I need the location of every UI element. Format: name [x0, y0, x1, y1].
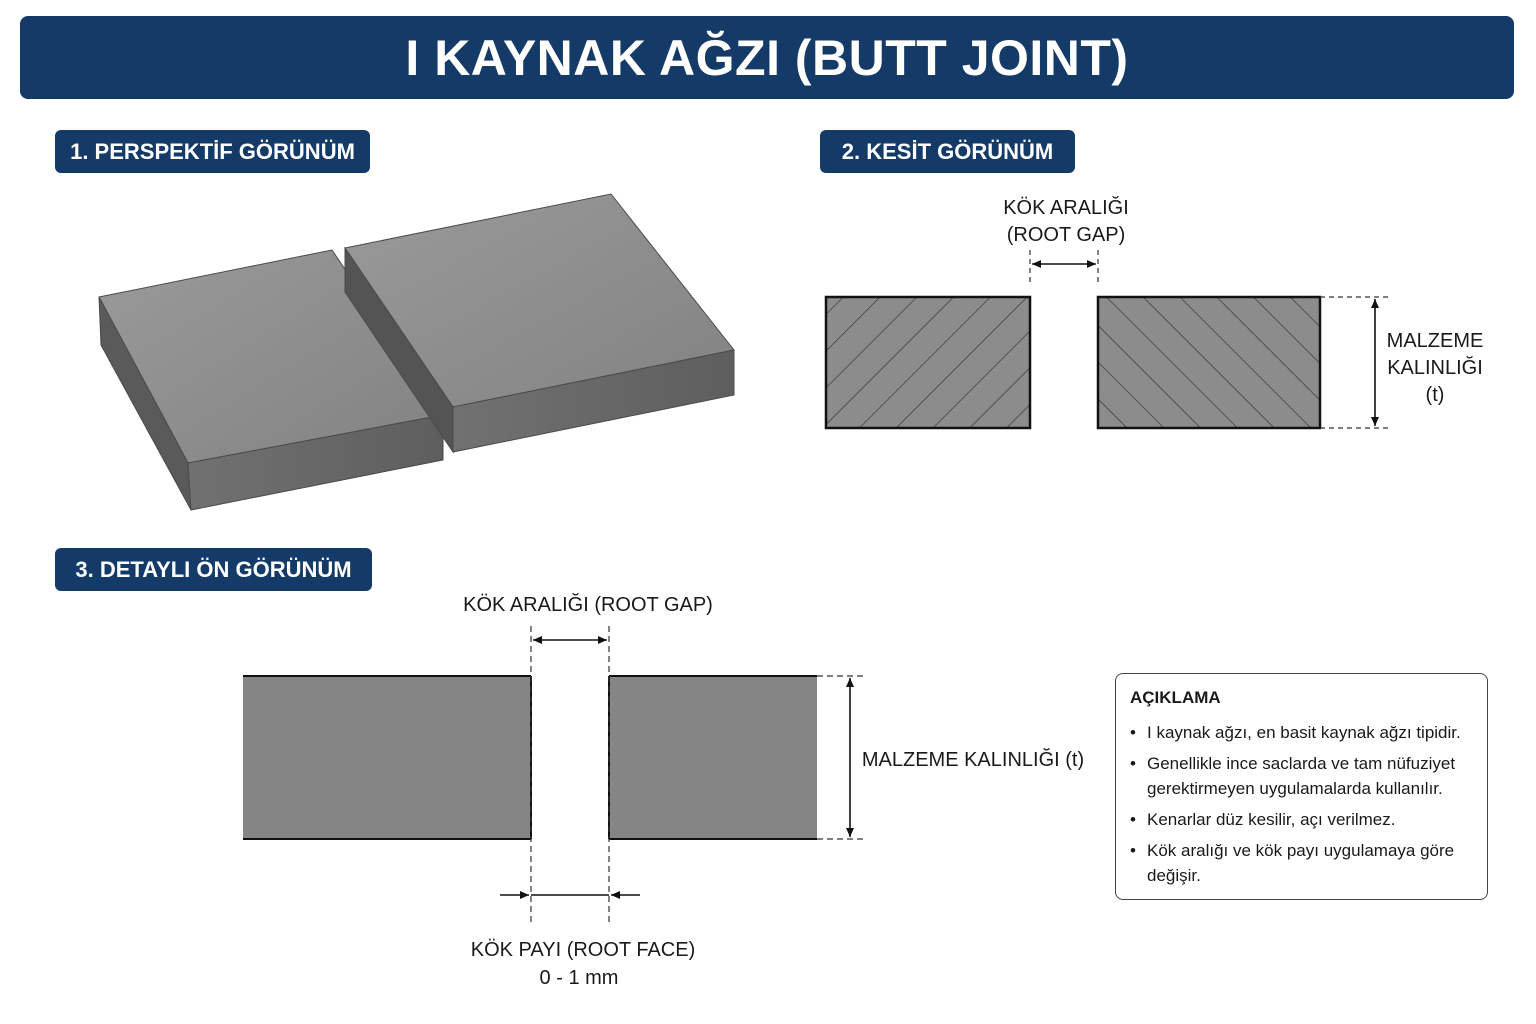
legend-box: AÇIKLAMA I kaynak ağzı, en basit kaynak … [1115, 673, 1488, 900]
page-title: I KAYNAK AĞZI (BUTT JOINT) [405, 29, 1129, 86]
section-label-front-detail: 3. DETAYLI ÖN GÖRÜNÜM [55, 548, 372, 591]
section-label-cross-section: 2. KESİT GÖRÜNÜM [820, 130, 1075, 173]
front-root-gap-label: KÖK ARALIĞI (ROOT GAP) [463, 593, 713, 616]
cross-root-gap-label-2: (ROOT GAP) [1007, 224, 1126, 246]
front-root-face-label: KÖK PAYI (ROOT FACE) [471, 939, 695, 961]
legend-title: AÇIKLAMA [1130, 688, 1221, 707]
front-plate-left [243, 676, 531, 839]
front-plate-right [609, 676, 817, 839]
cross-thickness-label-2: KALINLIĞI [1387, 356, 1483, 379]
cross-section-plate-left [824, 295, 1032, 430]
perspective-plate-right [344, 193, 735, 454]
cross-thickness-label-1: MALZEME [1387, 330, 1484, 352]
legend-item: Genellikle ince saclarda ve tam nüfuziye… [1130, 751, 1473, 801]
legend-item: I kaynak ağzı, en basit kaynak ağzı tipi… [1130, 720, 1473, 745]
section-label-perspective: 1. PERSPEKTİF GÖRÜNÜM [55, 130, 370, 173]
front-detail-view: KÖK ARALIĞI (ROOT GAP) MALZEME KALINLIĞI… [243, 593, 1084, 989]
cross-root-gap-label-1: KÖK ARALIĞI [1003, 196, 1129, 219]
cross-section-plate-right [1096, 295, 1322, 430]
front-root-face-value: 0 - 1 mm [540, 967, 619, 989]
title-bar: I KAYNAK AĞZI (BUTT JOINT) [20, 16, 1514, 99]
cross-section-view: KÖK ARALIĞI (ROOT GAP) MALZEME KALINLIĞI… [824, 196, 1484, 430]
cross-thickness-label-3: (t) [1426, 384, 1445, 406]
front-thickness-label: MALZEME KALINLIĞI (t) [862, 748, 1084, 771]
legend-item: Kök aralığı ve kök payı uygulamaya göre … [1130, 838, 1473, 888]
legend-list: I kaynak ağzı, en basit kaynak ağzı tipi… [1130, 720, 1473, 888]
legend-item: Kenarlar düz kesilir, açı verilmez. [1130, 807, 1473, 832]
